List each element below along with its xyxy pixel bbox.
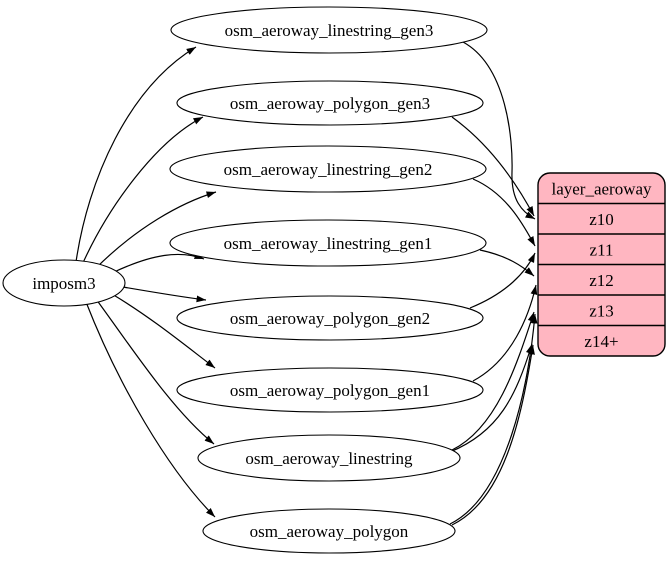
graph-node-layer_aeroway: layer_aeroway z10 z11 z12 z13 z14+ (537, 172, 666, 357)
node-label-osm_aeroway_linestring_gen1: osm_aeroway_linestring_gen1 (224, 234, 433, 253)
edge-osm_aeroway_polygon-to-z14+ (451, 344, 535, 526)
node-shape-osm_aeroway_linestring_gen1 (169, 219, 487, 267)
layer-row-z10: z10 (589, 210, 614, 229)
graph-node-osm_aeroway_linestring: osm_aeroway_linestring (197, 434, 461, 482)
layer-row-z13: z13 (589, 301, 614, 320)
graph-node-imposm3: imposm3 (2, 259, 126, 307)
graph-node-osm_aeroway_linestring_gen3: osm_aeroway_linestring_gen3 (170, 6, 488, 54)
edge-imposm3-to-osm_aeroway_polygon_gen2 (122, 286, 207, 303)
node-label-osm_aeroway_linestring_gen2: osm_aeroway_linestring_gen2 (224, 160, 433, 179)
layer-row-z11: z11 (590, 240, 614, 259)
node-label-osm_aeroway_linestring_gen3: osm_aeroway_linestring_gen3 (225, 21, 434, 40)
edge-imposm3-to-osm_aeroway_linestring_gen3 (75, 46, 197, 263)
node-shape-osm_aeroway_polygon_gen3 (176, 80, 484, 126)
nodes-layer: imposm3 osm_aeroway_linestring_gen3 osm_ae… (2, 6, 666, 554)
edge-imposm3-to-osm_aeroway_polygon_gen1 (111, 293, 216, 369)
edge-imposm3-to-osm_aeroway_linestring_gen1 (111, 252, 205, 274)
node-label-osm_aeroway_polygon: osm_aeroway_polygon (250, 522, 409, 541)
node-label-osm_aeroway_polygon_gen2: osm_aeroway_polygon_gen2 (230, 309, 430, 328)
edge-osm_aeroway_linestring-to-z14+ (449, 343, 533, 453)
edge-osm_aeroway_linestring-to-z13 (451, 311, 535, 451)
node-shape-osm_aeroway_linestring (197, 434, 461, 482)
edge-osm_aeroway_polygon-to-z13 (449, 313, 538, 525)
edge-imposm3-to-osm_aeroway_polygon_gen3 (81, 116, 204, 266)
graph-node-osm_aeroway_linestring_gen2: osm_aeroway_linestring_gen2 (169, 145, 487, 193)
node-label-imposm3: imposm3 (32, 274, 95, 293)
edge-imposm3-to-osm_aeroway_polygon (85, 301, 216, 518)
graph-node-osm_aeroway_linestring_gen1: osm_aeroway_linestring_gen1 (169, 219, 487, 267)
edge-osm_aeroway_polygon_gen3-to-z10 (451, 116, 535, 217)
layer-record-header: layer_aeroway (551, 179, 652, 198)
node-shape-osm_aeroway_polygon_gen2 (176, 295, 484, 341)
layer-row-z14+: z14+ (584, 332, 618, 351)
node-label-osm_aeroway_linestring: osm_aeroway_linestring (245, 449, 413, 468)
node-shape-osm_aeroway_linestring_gen3 (170, 6, 488, 54)
graph-node-osm_aeroway_polygon_gen1: osm_aeroway_polygon_gen1 (176, 367, 484, 413)
graph-node-osm_aeroway_polygon: osm_aeroway_polygon (202, 508, 456, 554)
node-shape-imposm3 (2, 259, 126, 307)
graph-node-osm_aeroway_polygon_gen3: osm_aeroway_polygon_gen3 (176, 80, 484, 126)
layer-row-z12: z12 (589, 271, 614, 290)
node-shape-osm_aeroway_polygon_gen1 (176, 367, 484, 413)
node-label-osm_aeroway_polygon_gen3: osm_aeroway_polygon_gen3 (230, 94, 430, 113)
edge-osm_aeroway_polygon_gen2-to-z11 (469, 252, 536, 309)
node-shape-osm_aeroway_polygon (202, 508, 456, 554)
edge-imposm3-to-osm_aeroway_linestring_gen2 (94, 191, 217, 270)
edge-osm_aeroway_polygon_gen1-to-z12 (472, 284, 538, 382)
edge-osm_aeroway_linestring_gen3-to-z10 (462, 41, 536, 220)
edges-layer (75, 41, 538, 526)
node-label-osm_aeroway_polygon_gen1: osm_aeroway_polygon_gen1 (230, 381, 430, 400)
edge-osm_aeroway_linestring_gen1-to-z12 (479, 249, 535, 277)
node-shape-osm_aeroway_linestring_gen2 (169, 145, 487, 193)
edge-imposm3-to-osm_aeroway_linestring (95, 298, 215, 445)
graph-node-osm_aeroway_polygon_gen2: osm_aeroway_polygon_gen2 (176, 295, 484, 341)
edge-osm_aeroway_linestring_gen2-to-z11 (472, 178, 536, 247)
